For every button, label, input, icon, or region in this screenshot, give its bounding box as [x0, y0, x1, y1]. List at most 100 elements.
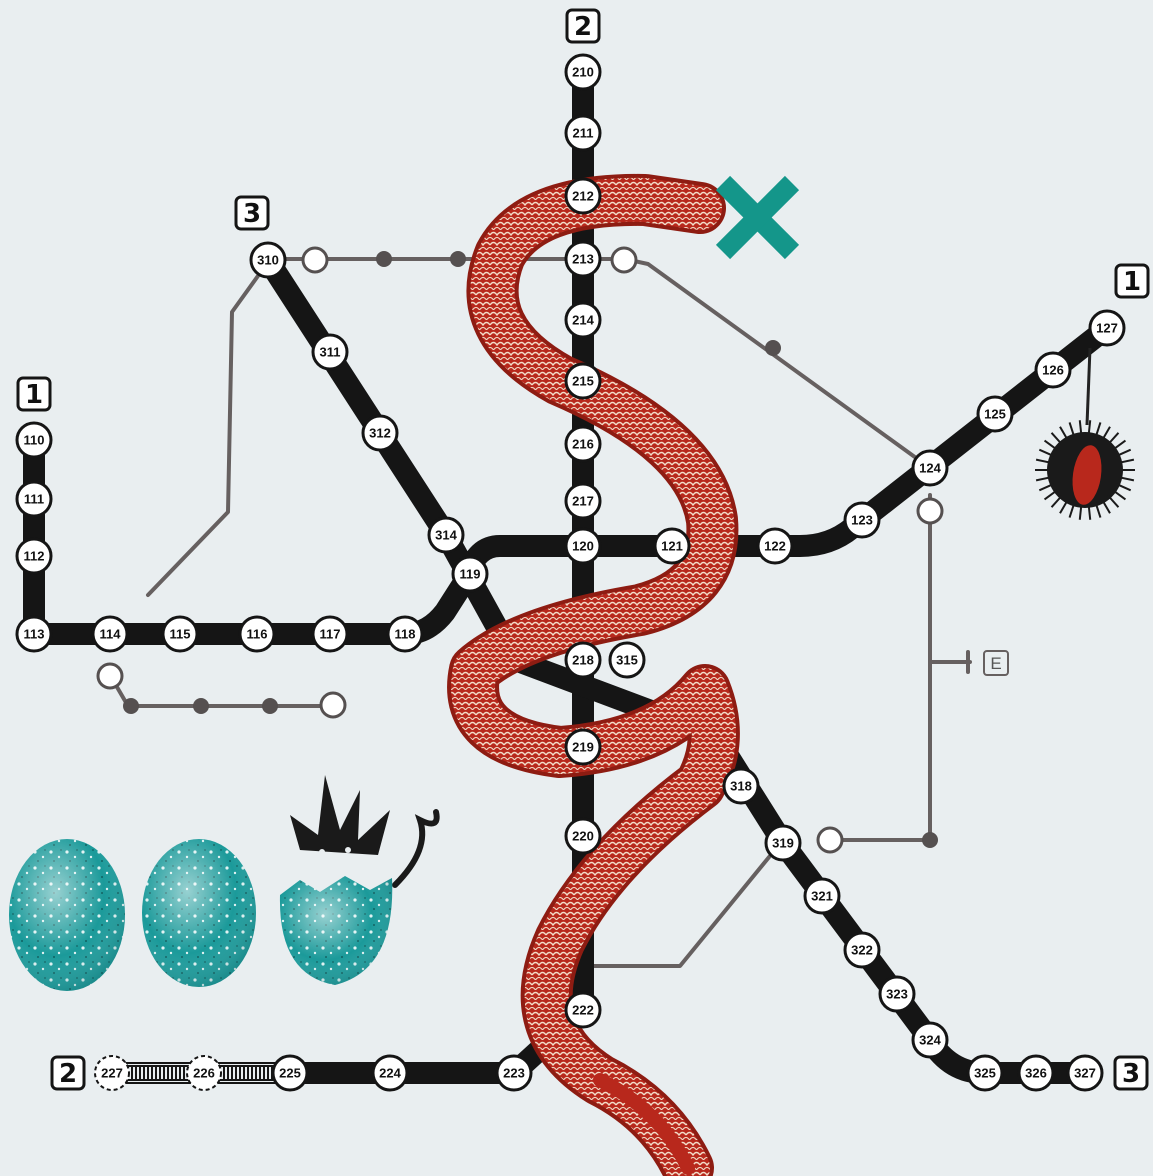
line-badge-label: 1	[1123, 267, 1141, 297]
station-323[interactable]: 323	[880, 977, 914, 1011]
station-326[interactable]: 326	[1019, 1056, 1053, 1090]
station-120[interactable]: 120	[566, 529, 600, 563]
station-216[interactable]: 216	[566, 427, 600, 461]
station-label: 116	[247, 627, 268, 642]
station-label: 326	[1025, 1066, 1047, 1081]
line-3	[268, 260, 1085, 1073]
station-116[interactable]: 116	[240, 617, 274, 651]
station-225[interactable]: 225	[273, 1056, 307, 1090]
station-214[interactable]: 214	[566, 303, 600, 337]
egg-icon	[142, 839, 256, 987]
station-222[interactable]: 222	[566, 993, 600, 1027]
station-327[interactable]: 327	[1068, 1056, 1102, 1090]
station-125[interactable]: 125	[978, 397, 1012, 431]
station-210[interactable]: 210	[566, 55, 600, 89]
station-115[interactable]: 115	[163, 617, 197, 651]
station-label: 126	[1042, 363, 1064, 378]
station-label: 217	[572, 494, 594, 509]
station-324[interactable]: 324	[913, 1023, 947, 1057]
station-315[interactable]: 315	[610, 643, 644, 677]
station-311[interactable]: 311	[313, 335, 347, 369]
station-label: 321	[811, 889, 833, 904]
station-label: 322	[851, 943, 873, 958]
station-label: 222	[572, 1003, 594, 1018]
station-label: 213	[572, 252, 594, 267]
station-114[interactable]: 114	[93, 617, 127, 651]
station-314[interactable]: 314	[429, 518, 463, 552]
station-label: 110	[24, 433, 45, 448]
station-224[interactable]: 224	[373, 1056, 407, 1090]
line-badge-2-north: 2	[567, 10, 599, 42]
station-121[interactable]: 121	[655, 529, 689, 563]
station-310[interactable]: 310	[251, 243, 285, 277]
station-label: 216	[572, 437, 594, 452]
station-110[interactable]: 110	[17, 423, 51, 457]
station-215[interactable]: 215	[566, 364, 600, 398]
line-badge-label: 1	[25, 380, 43, 410]
station-223[interactable]: 223	[497, 1056, 531, 1090]
line-badge-1-east: 1	[1116, 265, 1148, 297]
station-217[interactable]: 217	[566, 484, 600, 518]
station-127[interactable]: 127	[1090, 311, 1124, 345]
station-123[interactable]: 123	[845, 503, 879, 537]
station-111[interactable]: 111	[17, 482, 51, 516]
station-label: 115	[170, 627, 191, 642]
station-119[interactable]: 119	[453, 557, 487, 591]
station-117[interactable]: 117	[313, 617, 347, 651]
station-211[interactable]: 211	[566, 116, 600, 150]
station-label: 310	[257, 253, 279, 268]
station-label: 312	[369, 426, 391, 441]
station-226[interactable]: 226	[187, 1056, 221, 1090]
station-218[interactable]: 218	[566, 643, 600, 677]
station-label: 111	[24, 492, 44, 507]
station-label: 215	[572, 374, 594, 389]
line-badge-label: 3	[243, 199, 261, 229]
station-label: 127	[1096, 321, 1118, 336]
station-126[interactable]: 126	[1036, 353, 1070, 387]
station-227[interactable]: 227	[95, 1056, 129, 1090]
station-label: 212	[572, 189, 594, 204]
station-label: 124	[919, 461, 941, 476]
x-marker-icon	[723, 183, 792, 252]
station-220[interactable]: 220	[566, 819, 600, 853]
station-112[interactable]: 112	[17, 539, 51, 573]
station-label: 214	[572, 313, 594, 328]
station-219[interactable]: 219	[566, 730, 600, 764]
station-label: 227	[101, 1066, 123, 1081]
station-213[interactable]: 213	[566, 242, 600, 276]
station-label: 220	[572, 829, 594, 844]
station-label: 123	[851, 513, 873, 528]
station-label: 224	[379, 1066, 401, 1081]
station-212[interactable]: 212	[566, 179, 600, 213]
exit-label: E	[990, 654, 1001, 673]
station-label: 120	[572, 539, 594, 554]
station-label: 225	[279, 1066, 301, 1081]
station-label: 113	[24, 627, 45, 642]
station-label: 226	[193, 1066, 215, 1081]
station-113[interactable]: 113	[17, 617, 51, 651]
station-label: 319	[772, 836, 794, 851]
egg-icon	[9, 839, 125, 991]
station-321[interactable]: 321	[805, 879, 839, 913]
station-318[interactable]: 318	[724, 769, 758, 803]
station-319[interactable]: 319	[766, 826, 800, 860]
station-325[interactable]: 325	[968, 1056, 1002, 1090]
station-118[interactable]: 118	[388, 617, 422, 651]
eggs	[9, 775, 437, 991]
station-label: 125	[984, 407, 1006, 422]
line-badge-label: 3	[1122, 1059, 1140, 1089]
station-322[interactable]: 322	[845, 933, 879, 967]
station-312[interactable]: 312	[363, 416, 397, 450]
line-badge-1-west: 1	[18, 378, 50, 410]
line-badge-label: 2	[59, 1059, 77, 1089]
station-122[interactable]: 122	[758, 529, 792, 563]
station-label: 323	[886, 987, 908, 1002]
station-124[interactable]: 124	[913, 451, 947, 485]
station-label: 114	[100, 627, 122, 642]
line-badge-label: 2	[574, 12, 592, 42]
station-label: 311	[320, 345, 341, 360]
station-label: 315	[616, 653, 638, 668]
hatching-creature-icon	[280, 775, 437, 985]
station-label: 218	[572, 653, 594, 668]
